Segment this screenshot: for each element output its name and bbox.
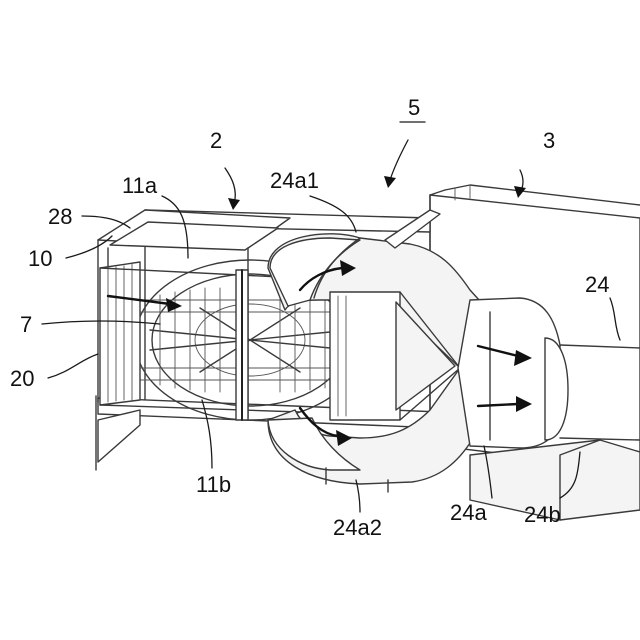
label-10: 10 [28,246,52,271]
label-3: 3 [543,128,555,153]
label-28: 28 [48,204,72,229]
label-24b: 24b [524,502,561,527]
label-24: 24 [585,272,609,297]
label-11a: 11a [122,173,158,198]
label-24a2: 24a2 [333,515,382,540]
label-2: 2 [210,128,222,153]
label-24a1: 24a1 [270,168,319,193]
vertical-posts [236,270,248,420]
label-11b: 11b [196,472,231,497]
label-5: 5 [408,95,420,120]
label-7: 7 [20,312,32,337]
label-20: 20 [10,366,34,391]
label-24a: 24a [450,500,487,525]
grille-20 [100,262,300,412]
